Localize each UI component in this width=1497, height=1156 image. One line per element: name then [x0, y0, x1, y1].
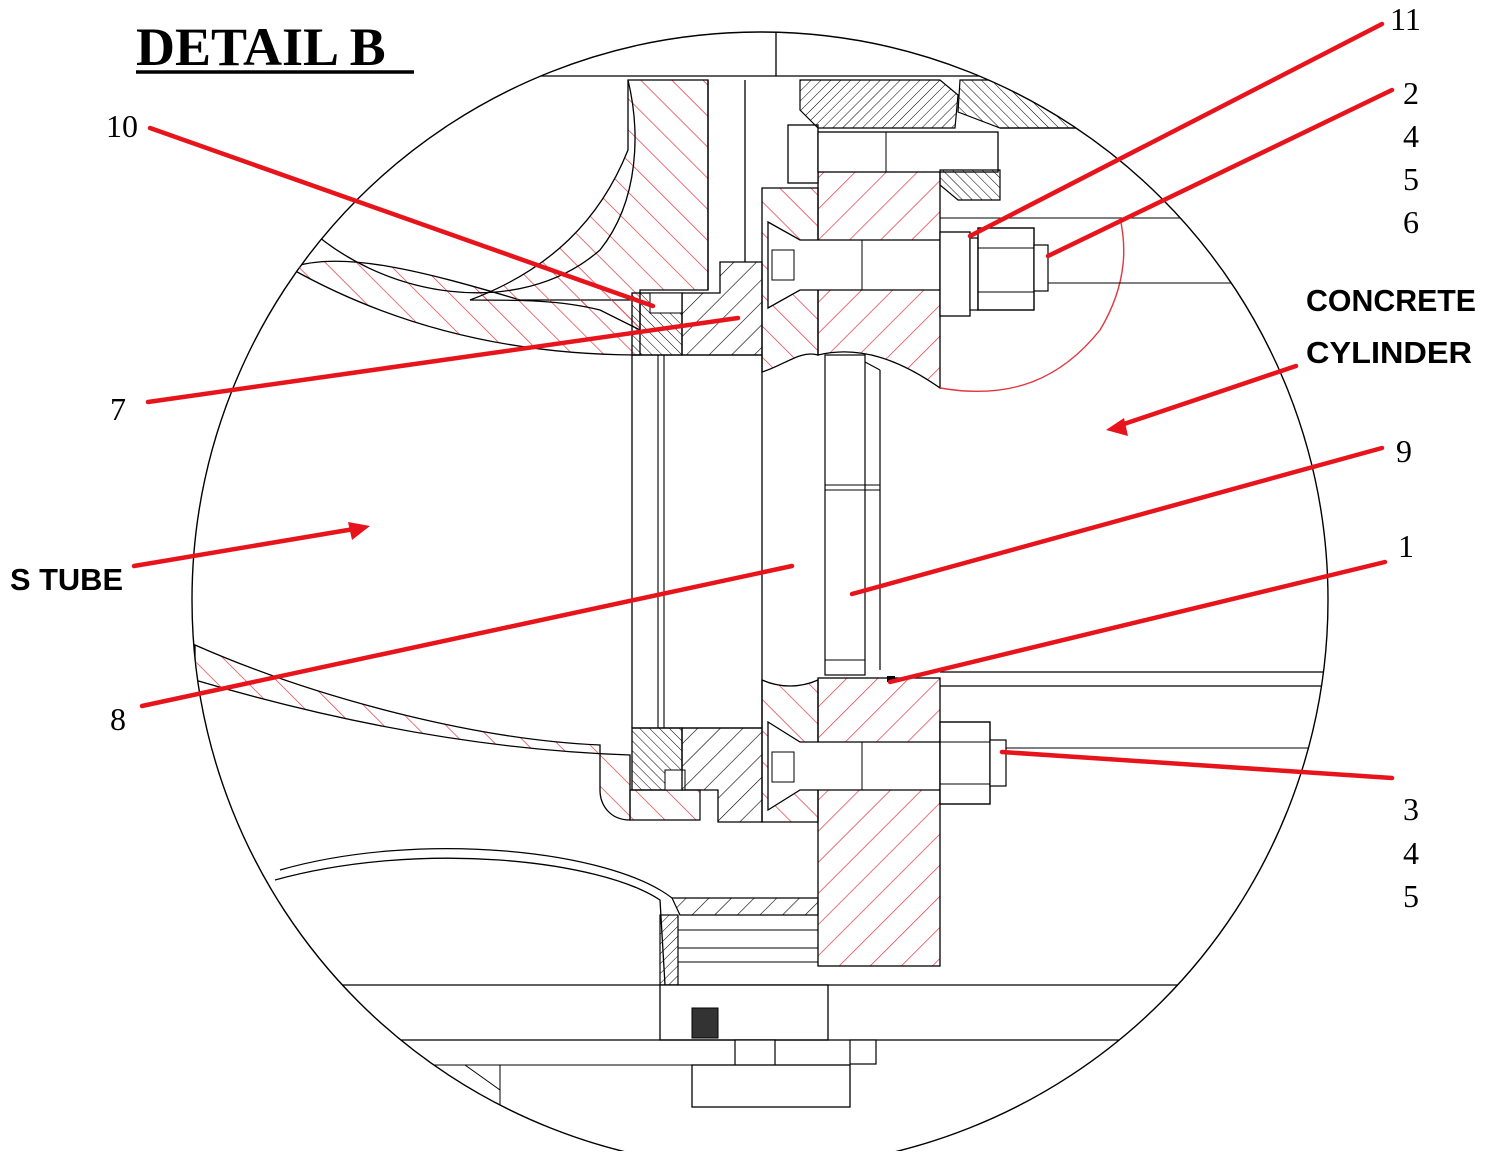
- label-concrete: CONCRETE: [1306, 283, 1476, 318]
- detail-title: DETAIL B: [136, 17, 386, 77]
- callout-4-bottom: 4: [1403, 835, 1419, 871]
- callout-3: 3: [1403, 791, 1419, 827]
- leader-lines: [131, 21, 1395, 781]
- callout-1: 1: [1398, 528, 1414, 564]
- arrow-head-cylinder: [1106, 418, 1128, 436]
- callout-10: 10: [106, 108, 138, 144]
- section-geometry: [192, 32, 1328, 1151]
- callout-7: 7: [110, 391, 126, 427]
- component-labels: CONCRETE CYLINDER S TUBE: [10, 283, 1476, 597]
- callout-5-bottom: 5: [1403, 878, 1419, 914]
- callout-2: 2: [1403, 75, 1419, 111]
- callout-5-top: 5: [1403, 161, 1419, 197]
- callout-6: 6: [1403, 204, 1419, 240]
- callouts: 10 7 8 11 2 4 5 6 9 1 3 4 5: [106, 1, 1421, 914]
- label-cylinder: CYLINDER: [1306, 335, 1472, 370]
- label-s-tube: S TUBE: [10, 562, 123, 597]
- detail-circle: [191, 31, 1329, 1156]
- callout-11: 11: [1390, 1, 1421, 37]
- callout-9: 9: [1396, 433, 1412, 469]
- arrow-head-s-tube: [348, 522, 370, 540]
- callout-8: 8: [110, 701, 126, 737]
- callout-4-top: 4: [1403, 118, 1419, 154]
